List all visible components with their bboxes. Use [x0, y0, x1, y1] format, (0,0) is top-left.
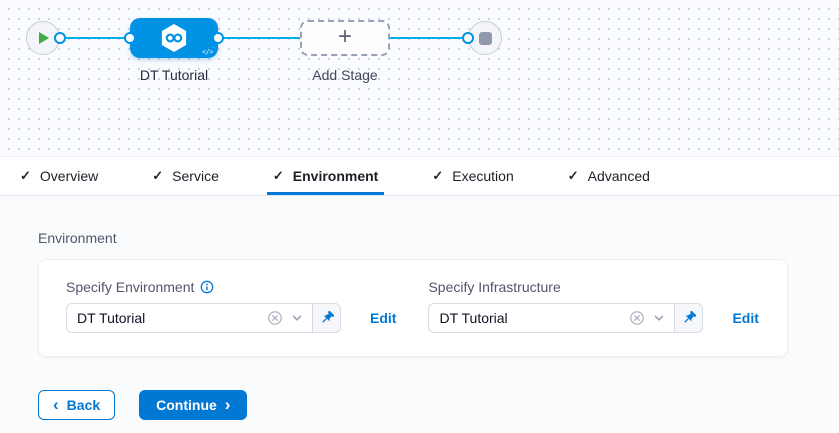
check-icon: ✓: [152, 168, 164, 183]
specify-infrastructure-group: Specify Infrastructure: [428, 279, 790, 333]
combobox-icons: [267, 310, 303, 326]
play-icon: [38, 32, 49, 44]
stage-node-dt-tutorial[interactable]: </>: [130, 18, 218, 58]
pipeline-canvas[interactable]: </> + DT Tutorial Add Stage: [0, 0, 839, 157]
pipeline-edge: [216, 37, 302, 39]
pin-icon: [684, 310, 697, 323]
tab-environment[interactable]: ✓ Environment: [266, 157, 385, 195]
combobox-icons: [629, 310, 665, 326]
clear-icon[interactable]: [267, 310, 283, 326]
code-view-icon[interactable]: </>: [201, 48, 214, 56]
infrastructure-control-row: Edit: [428, 303, 790, 333]
pipeline-edge: [388, 37, 468, 39]
check-icon: ✓: [432, 168, 444, 183]
infrastructure-select[interactable]: [428, 303, 676, 333]
environment-card: Specify Environment: [38, 259, 788, 357]
stage-tabs: ✓ Overview ✓ Service ✓ Environment ✓ Exe…: [0, 157, 839, 196]
connector-port[interactable]: [54, 32, 66, 44]
active-tab-underline: [266, 192, 385, 195]
chevron-right-icon: ›: [224, 394, 231, 414]
tab-label: Execution: [452, 168, 514, 184]
tab-label: Advanced: [587, 168, 650, 184]
pin-icon: [321, 310, 334, 323]
field-label-text: Specify Environment: [66, 279, 195, 295]
continue-button[interactable]: Continue ›: [139, 390, 248, 420]
edit-environment-link[interactable]: Edit: [370, 310, 397, 326]
tab-execution[interactable]: ✓ Execution: [432, 157, 513, 195]
specify-environment-label: Specify Environment: [66, 279, 428, 295]
specify-environment-group: Specify Environment: [66, 279, 428, 333]
tab-overview[interactable]: ✓ Overview: [20, 157, 98, 195]
connector-port[interactable]: [212, 32, 224, 44]
environment-tab-panel: Environment Specify Environment: [0, 196, 839, 433]
pipeline-edge: [58, 37, 130, 39]
pin-infrastructure-button[interactable]: [674, 303, 704, 333]
tab-label: Overview: [39, 168, 99, 184]
environment-select-input[interactable]: [77, 310, 267, 326]
harness-cd-hexagon-icon: [161, 24, 187, 52]
field-label-text: Specify Infrastructure: [428, 279, 561, 295]
add-stage-label: Add Stage: [312, 67, 378, 83]
check-icon: ✓: [567, 168, 579, 183]
tab-service[interactable]: ✓ Service: [152, 157, 219, 195]
clear-icon[interactable]: [629, 310, 645, 326]
tab-advanced[interactable]: ✓ Advanced: [568, 157, 650, 195]
tab-label: Environment: [292, 168, 379, 184]
stop-icon: [478, 31, 492, 45]
tab-label: Service: [172, 168, 219, 184]
connector-port[interactable]: [462, 32, 474, 44]
wizard-footer: ‹ Back Continue ›: [38, 390, 839, 420]
back-button[interactable]: ‹ Back: [38, 390, 116, 420]
check-icon: ✓: [20, 168, 31, 183]
chevron-down-icon[interactable]: [291, 312, 303, 324]
connector-port[interactable]: [124, 32, 136, 44]
info-icon[interactable]: [200, 280, 214, 294]
plus-icon: +: [337, 22, 352, 50]
chevron-down-icon[interactable]: [653, 312, 665, 324]
chevron-left-icon: ‹: [53, 394, 59, 414]
environment-control-row: Edit: [66, 303, 428, 333]
edit-infrastructure-link[interactable]: Edit: [732, 310, 759, 326]
add-stage-button[interactable]: +: [300, 20, 390, 56]
infrastructure-select-input[interactable]: [439, 310, 630, 326]
back-button-label: Back: [66, 397, 101, 413]
stage-name-label: DT Tutorial: [139, 67, 209, 83]
section-title: Environment: [38, 230, 117, 246]
continue-button-label: Continue: [156, 397, 217, 413]
specify-infrastructure-label: Specify Infrastructure: [428, 279, 790, 295]
environment-select[interactable]: [66, 303, 313, 333]
check-icon: ✓: [272, 168, 284, 183]
pin-environment-button[interactable]: [312, 303, 341, 333]
